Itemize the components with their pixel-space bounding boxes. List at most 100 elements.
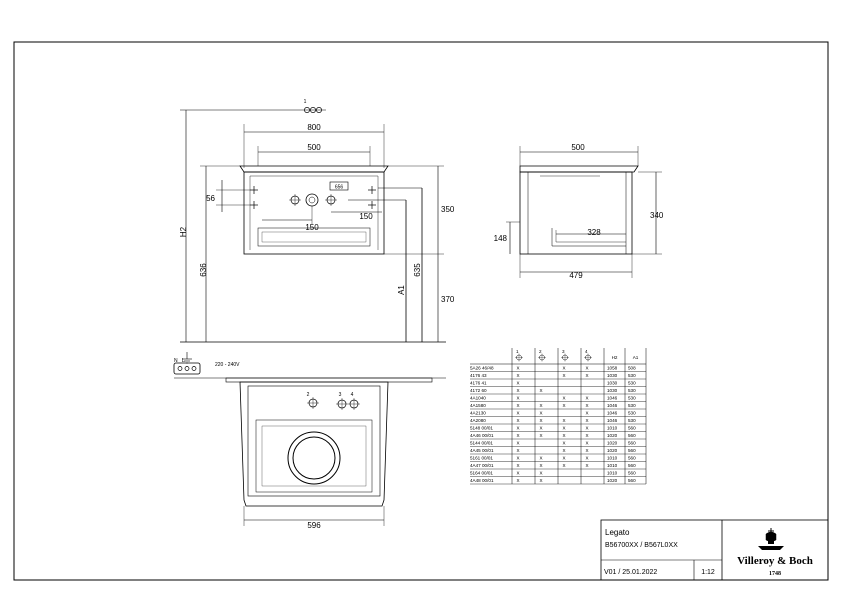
table-cell-mark: X (539, 456, 542, 461)
table-cell-h2: 1020 (607, 433, 618, 438)
table-row-code: 4A2130 (470, 411, 486, 416)
dim-150-right-label: 150 (359, 212, 373, 221)
front-drawer-recess (257, 227, 371, 247)
table-cell-mark: X (539, 418, 542, 423)
table-cell-mark: X (516, 471, 519, 476)
table-row-code: 4A47 00/01 (470, 463, 494, 468)
table-cell-mark: X (516, 448, 519, 453)
table-cell-h2: 1030 (607, 388, 618, 393)
table-cell-mark: X (562, 366, 565, 371)
table-cell-mark: X (585, 366, 588, 371)
table-cell-mark: X (539, 478, 542, 483)
socket-pin-l (191, 366, 197, 371)
top-view-cabinet-outline (247, 385, 381, 497)
table-cell-mark: X (562, 396, 565, 401)
logo-emblem-icon (758, 528, 784, 550)
table-cell-h2: 1010 (607, 463, 618, 468)
socket-box (173, 362, 201, 375)
table-cell-a1: 530 (628, 373, 636, 378)
table-cell-mark: X (585, 373, 588, 378)
table-cell-h2: 1046 (607, 411, 618, 416)
dim-a1-ext (348, 199, 407, 342)
brand-name: Villeroy & Boch (737, 555, 813, 567)
front-mount-cross-3 (368, 186, 376, 194)
table-cell-mark: X (585, 403, 588, 408)
table-row-code: 5144 00/01 (470, 441, 493, 446)
top-view-drawer-inner (261, 425, 367, 487)
table-cell-mark: X (562, 456, 565, 461)
table-header-2: 2 (539, 349, 542, 354)
table-cell-a1: 560 (628, 471, 636, 476)
table-row-code: 4A2080 (470, 418, 486, 423)
table-cell-mark: X (539, 426, 542, 431)
side-basin-top (519, 165, 639, 173)
table-cell-mark: X (516, 441, 519, 446)
table-cell-a1: 508 (628, 366, 636, 371)
table-cell-mark: X (539, 411, 542, 416)
article-numbers: B56700XX / B567L0XX (605, 542, 678, 549)
top-view-siphon-cutout (287, 431, 341, 485)
top-view-drawer-area (255, 419, 373, 493)
side-view: 500 340 148 328 479 (494, 143, 664, 280)
version-date: V01 / 25.01.2022 (604, 569, 657, 576)
table-header-a1: A1 (633, 355, 639, 360)
title-block: Legato B56700XX / B567L0XX V01 / 25.01.2… (600, 519, 829, 581)
table-cell-h2: 1046 (607, 418, 618, 423)
table-header-3: 3 (562, 349, 565, 354)
table-header-h2: H2 (612, 355, 618, 360)
table-cell-mark: X (539, 463, 542, 468)
brand-year: 1748 (769, 571, 781, 577)
table-cell-mark: X (585, 456, 588, 461)
table-cell-mark: X (516, 396, 519, 401)
electrical-voltage: 220 - 240V (215, 362, 240, 368)
table-cell-a1: 560 (628, 463, 636, 468)
front-basin-top (239, 165, 389, 173)
table-cell-mark: X (585, 463, 588, 468)
dim-a1-label: A1 (397, 285, 406, 295)
front-connection-1 (305, 193, 319, 207)
table-cell-mark: X (562, 403, 565, 408)
table-row-code: 5161 00/01 (470, 456, 493, 461)
table-cell-h2: 1020 (607, 478, 618, 483)
front-mount-cross-2 (250, 201, 258, 209)
side-dim-340-label: 340 (650, 211, 664, 220)
table-cell-mark: X (539, 403, 542, 408)
dim-635-label: 635 (413, 263, 422, 277)
table-cell-mark: X (516, 403, 519, 408)
front-drawer-recess-inner (261, 231, 367, 243)
table-cell-h2: 1010 (607, 456, 618, 461)
front-top-number: 1 (304, 99, 307, 105)
dim-350-label: 350 (441, 205, 455, 214)
table-cell-mark: X (516, 366, 519, 371)
table-cell-mark: X (516, 433, 519, 438)
table-row-code: 4A45 00/01 (470, 448, 494, 453)
table-cell-mark: X (516, 478, 519, 483)
table-cell-mark: X (585, 441, 588, 446)
table-row-code: 4172 60 (470, 388, 487, 393)
table-cell-a1: 530 (628, 396, 636, 401)
dim-370-label: 370 (441, 295, 455, 304)
dim-150-mid-label: 150 (305, 223, 319, 232)
side-dim-479-label: 479 (569, 271, 583, 280)
table-cell-a1: 530 (628, 403, 636, 408)
scale: 1:12 (701, 569, 715, 576)
table-cell-a1: 530 (628, 381, 636, 386)
table-header-1: 1 (516, 349, 519, 354)
table-cell-mark: X (516, 463, 519, 468)
table-cell-a1: 560 (628, 478, 636, 483)
table-cell-mark: X (585, 448, 588, 453)
top-view-back-rail (225, 377, 433, 383)
table-cell-mark: X (516, 418, 519, 423)
table-cell-mark: X (562, 373, 565, 378)
table-cell-mark: X (516, 426, 519, 431)
dim-500-label: 500 (307, 143, 321, 152)
connection-3-icon (561, 353, 569, 362)
front-view: 1 800 500 (179, 99, 455, 343)
front-connection-1-inner (308, 196, 316, 204)
front-mount-cross-4 (368, 201, 376, 209)
connection-1-icon (515, 353, 523, 362)
socket-pin-n (177, 366, 183, 371)
table-cell-mark: X (516, 456, 519, 461)
